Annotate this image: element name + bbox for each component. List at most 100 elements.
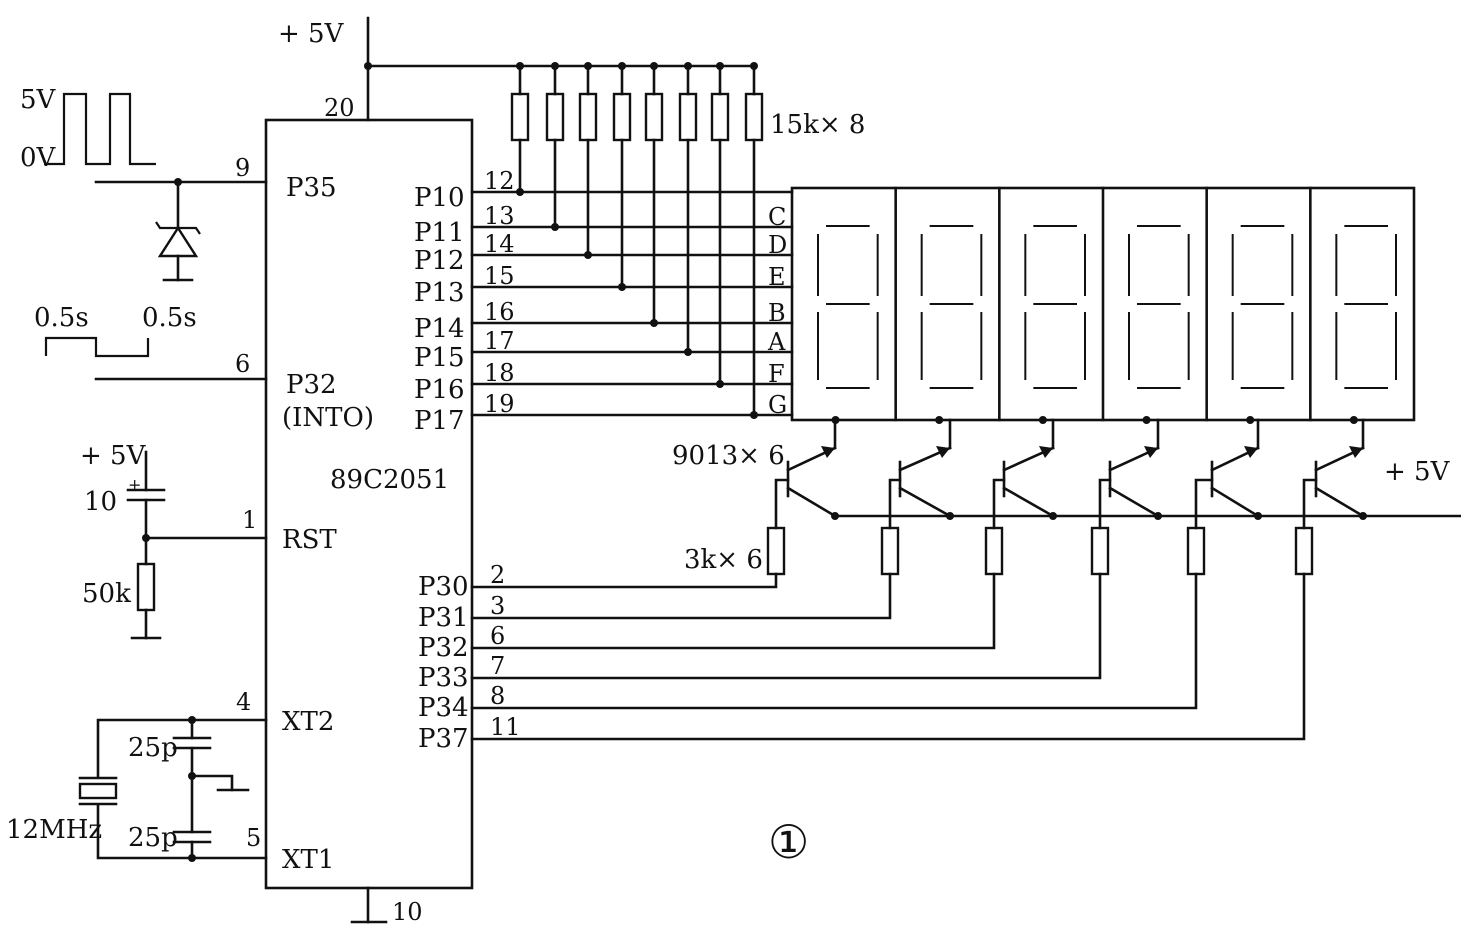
crystal-circuit: 12MHz 25p 25p bbox=[6, 716, 268, 862]
resistor-icon bbox=[1186, 526, 1206, 576]
pin-number: 13 bbox=[484, 202, 515, 230]
junction bbox=[584, 251, 592, 259]
square-wave-trace bbox=[44, 92, 156, 166]
zener-bar bbox=[155, 221, 201, 235]
transistor-emitter bbox=[1002, 486, 1055, 518]
pin-number: 7 bbox=[490, 652, 505, 680]
resistor-icon bbox=[510, 92, 530, 142]
pulse-trace bbox=[44, 336, 150, 358]
digit-common-pin bbox=[935, 416, 944, 424]
base-wire bbox=[1194, 478, 1214, 530]
zener-diode-icon bbox=[157, 225, 199, 258]
segment-letter: C bbox=[768, 203, 786, 231]
transistor-arrow-icon bbox=[936, 446, 950, 458]
pin-number: 1 bbox=[242, 506, 257, 534]
port3-wire bbox=[470, 572, 996, 650]
resistor-icon bbox=[766, 526, 786, 576]
segment-letter: G bbox=[768, 391, 787, 419]
pin-name: P37 bbox=[418, 724, 469, 754]
pin-name: P12 bbox=[414, 246, 465, 276]
crystal-icon bbox=[78, 782, 118, 800]
transistor-arrow-icon bbox=[1244, 446, 1258, 458]
resistor-icon bbox=[880, 526, 900, 576]
segment-letter: B bbox=[768, 299, 786, 327]
junction bbox=[716, 380, 724, 388]
junction bbox=[1154, 512, 1162, 520]
base-wire bbox=[992, 478, 1006, 530]
pin-name: P34 bbox=[418, 693, 469, 723]
pin-number: 17 bbox=[484, 327, 515, 355]
junction bbox=[650, 319, 658, 327]
pin-number: 12 bbox=[484, 167, 515, 195]
pin-number: 2 bbox=[490, 561, 505, 589]
junction bbox=[831, 512, 839, 520]
pulse-right-label: 0.5s bbox=[142, 303, 197, 333]
base-wire bbox=[1098, 478, 1112, 530]
junction bbox=[1049, 512, 1057, 520]
port3-wire bbox=[470, 572, 892, 620]
reset-circuit: + 5V + 10 50k bbox=[80, 441, 166, 640]
pin-name: P11 bbox=[414, 218, 465, 248]
pin-name-alt: (INTO) bbox=[282, 403, 374, 433]
pin-name: XT1 bbox=[282, 845, 334, 875]
transistor-emitter bbox=[1314, 486, 1365, 518]
resistor-icon bbox=[1294, 526, 1314, 576]
resistor-icon bbox=[710, 92, 730, 142]
digit-common-pin bbox=[1142, 416, 1151, 424]
pin-number: 18 bbox=[484, 359, 515, 387]
pin-number: 15 bbox=[484, 262, 515, 290]
pin-name: P13 bbox=[414, 278, 465, 308]
left-pin-group: 9 P35 6 P32 (INTO) 1 RST 4 XT2 5 XT1 bbox=[94, 154, 374, 875]
segment-letter: E bbox=[768, 263, 786, 291]
transistor-emitter bbox=[1210, 486, 1260, 518]
pin-name: P30 bbox=[418, 572, 469, 602]
junction bbox=[684, 348, 692, 356]
resistor-icon bbox=[744, 92, 764, 142]
pin-name: RST bbox=[282, 525, 337, 555]
square-wave-input: 5V 0V bbox=[20, 85, 156, 173]
pulse-waveform: 0.5s 0.5s bbox=[34, 303, 197, 358]
polarity-mark: + bbox=[128, 475, 141, 494]
junction bbox=[946, 512, 954, 520]
pin-number: 14 bbox=[484, 230, 515, 258]
transistor-emitter bbox=[786, 486, 837, 518]
wave-high-label: 5V bbox=[20, 85, 57, 115]
transistor-arrow-icon bbox=[821, 446, 835, 458]
segment-letter: F bbox=[768, 360, 785, 388]
pin-number: 4 bbox=[236, 688, 251, 716]
pin-number: 11 bbox=[490, 713, 521, 741]
gnd-pin-number: 10 bbox=[392, 898, 423, 926]
junction bbox=[516, 188, 524, 196]
transistor-label: 9013× 6 bbox=[672, 441, 785, 471]
pin-number: 8 bbox=[490, 682, 505, 710]
pin-number: 3 bbox=[490, 592, 505, 620]
digit-common-pin bbox=[1246, 416, 1255, 424]
resistor-icon bbox=[1090, 526, 1110, 576]
pin-name: P31 bbox=[418, 603, 469, 633]
vcc-top-label: + 5V bbox=[278, 19, 345, 49]
wave-low-label: 0V bbox=[20, 143, 57, 173]
pin-number: 6 bbox=[235, 350, 250, 378]
resistor-icon bbox=[578, 92, 598, 142]
base-wire bbox=[774, 478, 790, 530]
resistor-icon bbox=[984, 526, 1004, 576]
rst-supply-label: + 5V bbox=[80, 441, 147, 471]
pin-name: P16 bbox=[414, 375, 465, 405]
xt2-wire bbox=[96, 718, 268, 778]
pin-number: 6 bbox=[490, 622, 505, 650]
pin-name: P32 bbox=[286, 370, 337, 400]
transistor-emitter bbox=[898, 486, 952, 518]
figure-label: ① bbox=[768, 815, 809, 869]
port3-wire bbox=[470, 572, 1102, 680]
junction bbox=[1254, 512, 1262, 520]
pin-name: XT2 bbox=[282, 707, 334, 737]
junction bbox=[142, 534, 150, 542]
cap-top-label: 25p bbox=[128, 733, 178, 763]
digit-common-pin bbox=[1349, 416, 1358, 424]
pin-name: P17 bbox=[414, 406, 465, 436]
junction bbox=[1359, 512, 1367, 520]
base-wire bbox=[888, 478, 902, 530]
